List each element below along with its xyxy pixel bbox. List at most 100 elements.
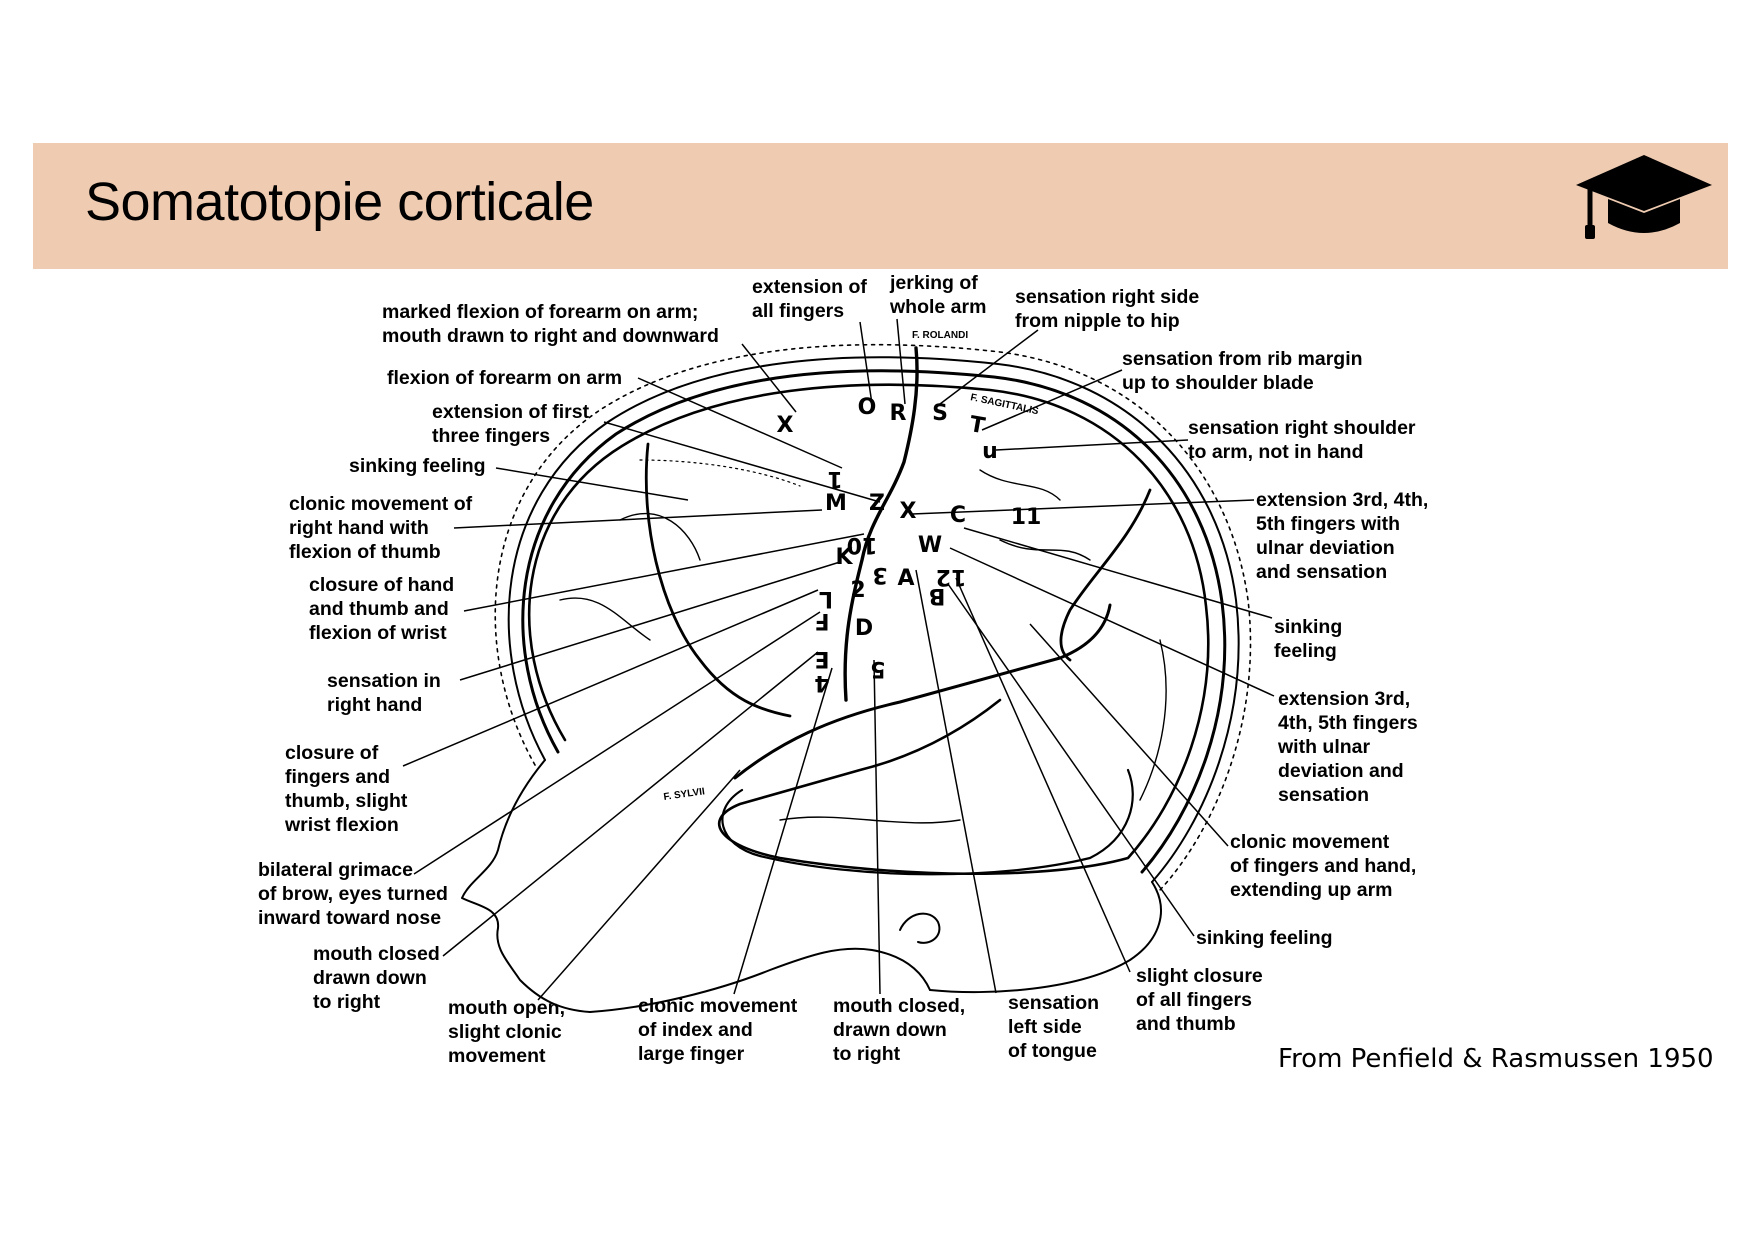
label-slight-closure: slight closure of all fingers and thumb: [1136, 965, 1263, 1035]
site-letter: C: [950, 503, 966, 528]
site-letter: 1: [827, 466, 842, 491]
figure-credit: From Penfield & Rasmussen 1950: [1278, 1044, 1714, 1074]
site-letter: S: [932, 401, 948, 426]
label-sinking-feeling-3: sinking feeling: [1196, 927, 1333, 949]
site-letter: R: [890, 401, 907, 426]
leader-line: [981, 369, 1123, 431]
label-sensation-tongue: sensation left side of tongue: [1008, 992, 1100, 1062]
label-extension-first-three: extension of first three fingers: [432, 401, 590, 447]
site-letter: X: [777, 413, 794, 438]
leader-line: [603, 421, 881, 503]
leader-line: [733, 667, 833, 995]
leader-line: [537, 769, 741, 1001]
label-closure-fingers-thumb: closure of fingers and thumb, slight wri…: [285, 742, 408, 836]
rolandic-sulcus: [843, 346, 919, 702]
leader-line: [459, 561, 841, 681]
site-letter: F: [814, 608, 829, 633]
site-letter: 3: [872, 562, 887, 587]
site-letter: 12: [936, 564, 967, 589]
label-clonic-fingers-hand: clonic movement of fingers and hand, ext…: [1230, 831, 1417, 901]
leader-line: [995, 439, 1189, 451]
gyrus-1: [559, 597, 651, 641]
leader-line: [947, 583, 1195, 937]
leader-line: [453, 509, 823, 529]
leader-line: [402, 589, 819, 767]
site-letter: W: [918, 533, 942, 558]
leader-line: [915, 569, 997, 994]
leader-line: [1029, 623, 1229, 847]
exposed-edge-right: [1059, 488, 1152, 662]
site-letter: Z: [869, 491, 885, 516]
leader-line: [463, 533, 865, 612]
gyrus-3: [979, 469, 1061, 501]
label-sinking-feeling-1: sinking feeling: [349, 455, 486, 477]
site-letter: 2: [850, 578, 865, 603]
exposed-edge-left: [644, 442, 792, 718]
label-flexion-forearm: flexion of forearm on arm: [387, 367, 623, 389]
skull-inner: [521, 369, 1227, 874]
label-sinking-feeling-2: sinking feeling: [1274, 616, 1343, 662]
title-banner: Somatotopie corticale: [33, 143, 1728, 269]
label-clonic-index: clonic movement of index and large finge…: [638, 995, 798, 1065]
leader-line: [637, 377, 843, 469]
neck: [929, 881, 1162, 994]
label-extension-345-ulnar: extension 3rd, 4th, 5th fingers with uln…: [1256, 489, 1429, 583]
cut-edge-dotted: [639, 459, 801, 487]
leader-line: [939, 329, 1039, 405]
site-letter: B: [929, 583, 946, 608]
jaw: [589, 947, 931, 1013]
label-extension-all-fingers: extension of all fingers: [752, 276, 867, 322]
site-letter: 5: [870, 656, 885, 681]
leader-line: [859, 321, 873, 405]
label-marked-flexion: marked flexion of forearm on arm; mouth …: [382, 301, 719, 347]
site-letter: D: [855, 616, 873, 641]
site-letter: O: [858, 395, 877, 420]
leader-line: [741, 343, 797, 413]
gyrus-6: [1139, 639, 1167, 801]
gyrus-5: [619, 513, 701, 561]
gyrus-4: [779, 816, 961, 824]
label-sensation-rib-shoulder: sensation from rib margin up to shoulder…: [1122, 348, 1363, 394]
graduation-cap-icon: [1576, 155, 1712, 239]
ear: [899, 912, 941, 944]
site-letter: A: [897, 566, 914, 591]
sulcus-label-rolandi: F. ROLANDI: [912, 330, 968, 341]
leader-line: [413, 611, 821, 875]
sulcus-label-sylvii: F. SYLVII: [663, 786, 706, 803]
leader-line: [963, 527, 1273, 619]
leader-line: [911, 499, 1255, 515]
label-extension-345-ulnar-2: extension 3rd, 4th, 5th fingers with uln…: [1278, 688, 1418, 806]
label-mouth-closed-2: mouth closed, drawn down to right: [833, 995, 966, 1065]
brain-outline: [527, 383, 1210, 876]
site-letter: 10: [847, 532, 878, 557]
face: [461, 759, 591, 1013]
leader-line: [442, 651, 819, 957]
site-letter: u: [982, 439, 998, 464]
site-letter: M: [825, 491, 847, 516]
site-letter: K: [835, 545, 853, 570]
label-bilateral-grimace: bilateral grimace of brow, eyes turned i…: [258, 859, 448, 929]
skull-outer-dotted: [494, 343, 1252, 891]
sylvian-fissure: [733, 603, 1112, 780]
label-clonic-right-hand: clonic movement of right hand with flexi…: [289, 493, 473, 563]
temporal-lobe: [721, 768, 1134, 876]
leader-line: [955, 577, 1131, 973]
label-closure-hand-wrist: closure of hand and thumb and flexion of…: [309, 574, 455, 644]
leader-line: [949, 547, 1275, 697]
site-letter: E: [814, 646, 829, 671]
page-title: Somatotopie corticale: [85, 172, 594, 232]
label-mouth-open: mouth open, slight clonic movement: [448, 997, 565, 1067]
site-letter: T: [968, 412, 987, 439]
label-jerking-whole-arm: jerking of whole arm: [890, 272, 987, 318]
site-letter: 11: [1011, 505, 1042, 530]
leader-line: [896, 318, 906, 405]
leader-line: [495, 467, 689, 501]
skull-outer: [507, 356, 1240, 883]
gyrus-2: [999, 539, 1091, 561]
label-sensation-nipple-hip: sensation right side from nipple to hip: [1015, 286, 1200, 332]
site-letter: X: [900, 499, 917, 524]
leader-line: [873, 659, 881, 995]
label-mouth-closed-1: mouth closed drawn down to right: [313, 943, 440, 1013]
